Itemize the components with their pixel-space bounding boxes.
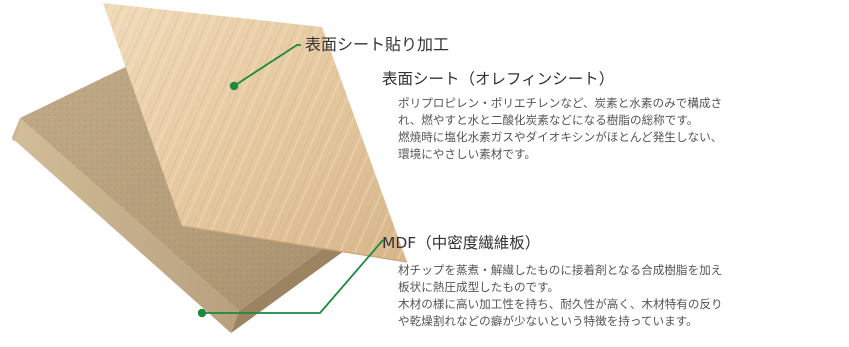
mdf-marker-dot <box>197 308 207 318</box>
surface-sheet-grain <box>103 3 407 262</box>
surface-sheet-desc-line: 環境にやさしい素材です。 <box>398 147 536 161</box>
surface-sheet <box>103 3 408 263</box>
callout-label: 表面シート貼り加工 <box>305 35 450 54</box>
surface-sheet-title: 表面シート（オレフィンシート） <box>382 70 615 88</box>
surface-sheet-desc-line: 燃焼時に塩化水素ガスやダイオキシンがほとんど発生しない、 <box>398 130 723 144</box>
mdf-description: 材チップを蒸煮・解繊したものに接着剤となる合成樹脂を加え 板状に熱圧成型したもの… <box>398 262 723 330</box>
surface-sheet-desc-line: ポリプロピレン・ポリエチレンなど、炭素と水素のみで構成さ <box>398 96 723 110</box>
mdf-leader-line <box>202 239 384 314</box>
mdf-title: MDF（中密度繊維板） <box>382 234 541 252</box>
mdf-desc-line: 板状に熱圧成型したものです。 <box>398 280 560 294</box>
mdf-desc-line: や乾燥割れなどの癖が少ないという特徴を持っています。 <box>398 314 698 328</box>
mdf-board-corner <box>12 118 20 142</box>
sheet-leader-line <box>233 44 301 87</box>
surface-sheet-description: ポリプロピレン・ポリエチレンなど、炭素と水素のみで構成さ れ、燃やすと水と二酸化… <box>398 95 722 163</box>
sheet-marker-dot <box>229 81 239 91</box>
surface-sheet-desc-line: れ、燃やすと水と二酸化炭素などになる樹脂の総称です。 <box>398 113 699 127</box>
mdf-board-edge <box>12 118 239 333</box>
mdf-desc-line: 木材の様に高い加工性を持ち、耐久性が高く、木材特有の反り <box>398 297 723 311</box>
mdf-desc-line: 材チップを蒸煮・解繊したものに接着剤となる合成樹脂を加え <box>398 263 723 277</box>
